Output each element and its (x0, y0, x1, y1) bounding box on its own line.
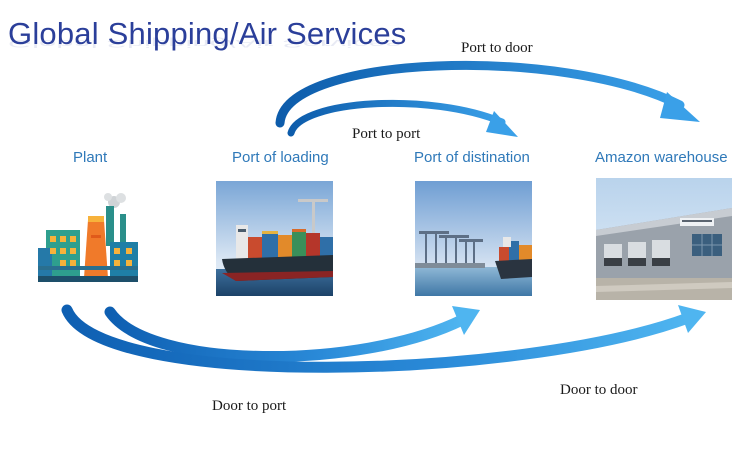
arrow-port-to-door (275, 60, 700, 128)
route-label-port-to-port: Port to port (352, 126, 421, 142)
container-ship-photo (216, 181, 333, 296)
node-label-plant: Plant (73, 149, 108, 166)
node-label-port-loading: Port of loading (232, 149, 329, 166)
route-label-door-to-door: Door to door (560, 382, 638, 398)
route-label-port-to-door: Port to door (461, 40, 533, 56)
route-label-door-to-port: Door to port (212, 398, 287, 414)
factory-illustration (38, 193, 138, 282)
arrow-port-to-port (287, 99, 518, 137)
node-label-port-destination: Port of distination (414, 149, 530, 166)
page-title: Global Shipping/Air Services (8, 16, 407, 51)
warehouse-building-photo (596, 178, 732, 300)
container-port-cranes-photo (415, 181, 532, 296)
arrow-door-to-door (61, 304, 706, 373)
node-label-warehouse: Amazon warehouse (595, 149, 728, 166)
arrow-door-to-port (104, 306, 480, 362)
